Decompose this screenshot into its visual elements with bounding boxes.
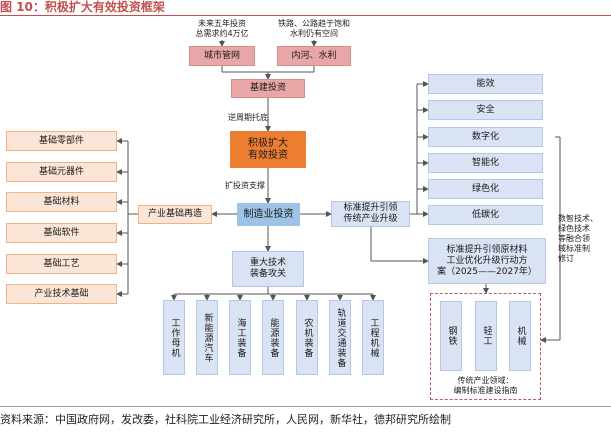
equipment-item-label: 工作母机	[169, 317, 180, 358]
industrial-base-box: 产业基础再造	[138, 205, 212, 224]
major-tech-equipment-box: 重大技术 装备攻关	[232, 251, 304, 287]
box-label: 工业优化升级行动方	[446, 255, 528, 266]
traditional-item-label: 机械	[515, 326, 526, 346]
box-label: 传统产业升级	[343, 214, 398, 224]
equipment-item-label: 能源装备	[268, 317, 279, 358]
right-item-label: 数字化	[471, 131, 499, 142]
box-label: 积极扩大	[248, 137, 288, 149]
traditional-item-label: 轻工	[481, 326, 492, 346]
caption-line: 传统产业领域：	[457, 376, 514, 385]
box-label: 标准提升引领原材料	[446, 244, 528, 255]
right-item-box: 安全	[428, 100, 543, 120]
note-line: 铁路、公路趋于饱和	[278, 19, 350, 28]
right-item-box: 绿色化	[428, 179, 543, 199]
right-item-label: 智能化	[471, 157, 499, 168]
equipment-item-label: 工程机械	[368, 317, 379, 358]
infra-investment-box: 基建投资	[231, 79, 305, 98]
box-label: 城市管网	[203, 50, 240, 61]
box-label: 重大技术	[249, 258, 286, 268]
right-item-box: 低碳化	[428, 205, 543, 225]
right-item-label: 绿色化	[471, 183, 499, 194]
expand-effective-investment-box: 积极扩大 有效投资	[230, 131, 306, 168]
traditional-item-label: 钢铁	[446, 326, 457, 346]
box-label: 内河、水利	[291, 50, 337, 61]
equipment-item-box: 农机装备	[296, 300, 318, 375]
note-line: 水利仍有空间	[290, 29, 338, 38]
right-item-label: 低碳化	[471, 209, 499, 220]
equipment-item-box: 轨道交通装备	[329, 300, 351, 375]
box-label: 装备攻关	[249, 269, 286, 279]
box-label: 有效投资	[248, 149, 288, 161]
title-divider	[0, 15, 611, 16]
figure-title: 图 10：积极扩大有效投资框架	[0, 0, 165, 14]
traditional-item-box: 机械	[509, 301, 531, 371]
equipment-item-label: 农机装备	[302, 317, 313, 358]
traditional-industries-group	[430, 293, 541, 400]
counter-cyclical-label: 逆周期托底	[228, 113, 268, 122]
left-item-box: 产业技术基础	[6, 284, 117, 304]
traditional-item-box: 轻工	[475, 301, 497, 371]
standard-upgrade-box: 标准提升引领 传统产业升级	[331, 201, 410, 227]
note-line: 未来五年投资	[198, 19, 246, 28]
right-item-label: 安全	[476, 104, 495, 115]
equipment-item-box: 海工装备	[229, 300, 251, 375]
box-label: 基建投资	[249, 83, 286, 93]
traditional-item-box: 钢铁	[440, 301, 462, 371]
urban-pipe-box: 城市管网	[189, 46, 255, 66]
equipment-item-box: 工作母机	[163, 300, 185, 375]
smart-green-standard-note: 数智技术、 绿色技术 等融合领 域标准制 修订	[558, 214, 610, 264]
raw-material-plan-box: 标准提升引领原材料 工业优化升级行动方 案（2025——2027年）	[428, 238, 546, 284]
left-item-label: 产业技术基础	[34, 288, 89, 299]
equipment-item-label: 新能源汽车	[202, 312, 213, 363]
right-item-box: 能效	[428, 74, 543, 94]
right-item-label: 能效	[476, 78, 495, 89]
left-item-label: 基础零部件	[38, 135, 84, 146]
left-item-label: 基础软件	[43, 227, 80, 238]
left-item-label: 基础材料	[43, 196, 80, 207]
note-line: 修订	[558, 254, 574, 263]
right-item-box: 数字化	[428, 127, 543, 147]
caption-line: 编制标准建设指南	[453, 386, 518, 395]
note-line: 等融合领	[558, 234, 590, 243]
left-item-box: 基础软件	[6, 223, 117, 243]
traditional-caption: 传统产业领域： 编制标准建设指南	[432, 376, 539, 396]
box-label: 制造业投资	[243, 209, 294, 220]
left-item-box: 基础材料	[6, 192, 117, 212]
note-line: 绿色技术	[558, 224, 590, 233]
inland-water-box: 内河、水利	[277, 46, 351, 66]
equipment-item-box: 能源装备	[262, 300, 284, 375]
note-line: 数智技术、	[558, 214, 598, 223]
equipment-item-label: 海工装备	[235, 317, 246, 358]
left-item-box: 基础零部件	[6, 131, 117, 151]
figure-header: 图 10：积极扩大有效投资框架	[0, 0, 611, 15]
left-item-label: 基础元器件	[38, 166, 84, 177]
left-item-box: 基础元器件	[6, 162, 117, 182]
source-divider	[0, 406, 611, 407]
expand-support-label: 扩投资支撑	[225, 181, 265, 190]
manufacturing-investment-box: 制造业投资	[237, 203, 300, 226]
equipment-item-label: 轨道交通装备	[335, 307, 346, 368]
left-item-label: 基础工艺	[43, 258, 80, 269]
equipment-item-box: 工程机械	[362, 300, 384, 375]
box-label: 产业基础再造	[147, 209, 202, 219]
investment-demand-note: 未来五年投资 总需求约4万亿	[190, 19, 254, 39]
note-line: 总需求约4万亿	[195, 29, 249, 38]
right-item-box: 智能化	[428, 153, 543, 173]
box-label: 案（2025——2027年）	[437, 266, 537, 277]
rail-water-note: 铁路、公路趋于饱和 水利仍有空间	[270, 19, 358, 39]
note-line: 域标准制	[558, 244, 590, 253]
box-label: 标准提升引领	[343, 203, 398, 213]
left-item-box: 基础工艺	[6, 254, 117, 274]
equipment-item-box: 新能源汽车	[196, 300, 218, 375]
source-note: 资料来源：中国政府网，发改委，社科院工业经济研究所，人民网，新华社，德邦研究所绘…	[0, 413, 451, 426]
